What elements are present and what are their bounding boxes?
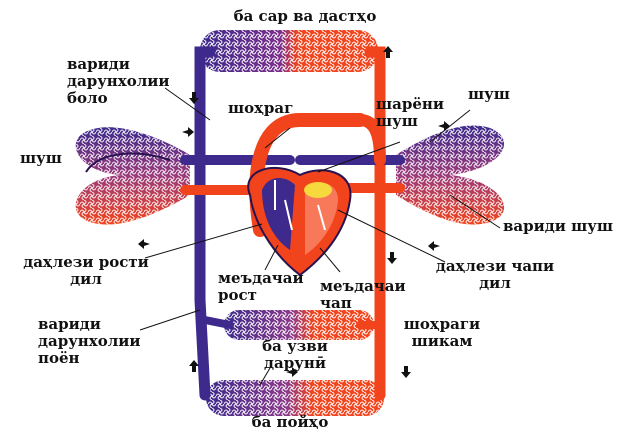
- left-veins: [200, 52, 230, 395]
- label-legs: ба пойҳо: [230, 414, 350, 431]
- label-abdominal-aorta: шоҳраги шикам: [392, 316, 492, 350]
- label-upper-vena-cava: вариди дарунхолии боло: [67, 56, 170, 107]
- arrow-icon: [189, 360, 199, 372]
- legs-capillary-bed: [206, 380, 384, 416]
- left-lung: [76, 127, 190, 224]
- label-aorta: шоҳраг: [228, 100, 293, 117]
- label-pulmonary-vein: вариди шуш: [503, 218, 613, 235]
- arrow-icon: [182, 127, 194, 137]
- label-pulmonary-artery: шарёни шуш: [376, 96, 444, 130]
- label-head-arms: ба сар ва дастҳо: [210, 8, 400, 25]
- label-lung-left: шуш: [20, 150, 62, 167]
- right-lung: [396, 125, 504, 224]
- label-lung-right: шуш: [468, 86, 510, 103]
- label-left-atrium: даҳлези чапи дил: [420, 258, 570, 292]
- label-left-ventricle: меъдачаи чап: [320, 278, 406, 312]
- intestine-capillary-bed: [224, 310, 374, 340]
- arrow-icon: [138, 239, 150, 249]
- head-capillary-bed: [200, 30, 378, 72]
- arrow-icon: [428, 241, 440, 251]
- label-lower-vena-cava: вариди дарунхолии поён: [38, 316, 141, 367]
- heart: [248, 168, 350, 275]
- label-right-atrium: даҳлези рости дил: [6, 254, 166, 288]
- label-head-text: ба сар ва дастҳо: [210, 8, 400, 25]
- arrow-icon: [387, 252, 397, 264]
- label-right-ventricle: меъдачаи рост: [218, 270, 304, 304]
- arrow-icon: [401, 366, 411, 378]
- label-intestines: ба узви дарунӣ: [240, 338, 350, 372]
